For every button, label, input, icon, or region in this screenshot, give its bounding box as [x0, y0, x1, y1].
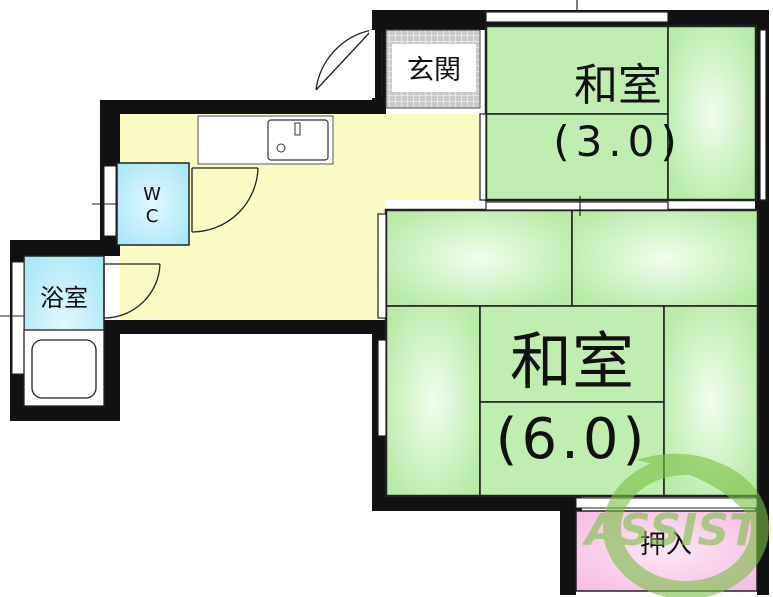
- closet-label: 押入: [640, 530, 692, 560]
- bathroom: 浴室: [0, 255, 105, 407]
- bath-label: 浴室: [40, 284, 88, 312]
- bath-door: [103, 263, 161, 319]
- washitsu-large-label: 和室: [510, 325, 634, 398]
- washitsu-small-size: (3.0): [553, 117, 683, 166]
- genkan-label: 玄関: [407, 55, 461, 86]
- svg-text:ASSIST: ASSIST: [582, 505, 762, 556]
- sliding-doors: [377, 0, 767, 437]
- wc-label-c: C: [146, 206, 159, 227]
- wc: W C: [92, 162, 190, 246]
- wc-door: [191, 167, 259, 233]
- genkan: 玄関: [385, 29, 481, 109]
- watermark-logo: ASSIST: [582, 453, 769, 597]
- washitsu-small: [484, 24, 758, 202]
- entrance-door: [315, 29, 383, 98]
- washitsu-small-label: 和室: [574, 60, 662, 111]
- kitchen-floor: [120, 114, 480, 320]
- wc-label-w: W: [143, 184, 161, 205]
- washitsu-large-size: (6.0): [496, 407, 649, 472]
- sink-counter: [197, 115, 334, 165]
